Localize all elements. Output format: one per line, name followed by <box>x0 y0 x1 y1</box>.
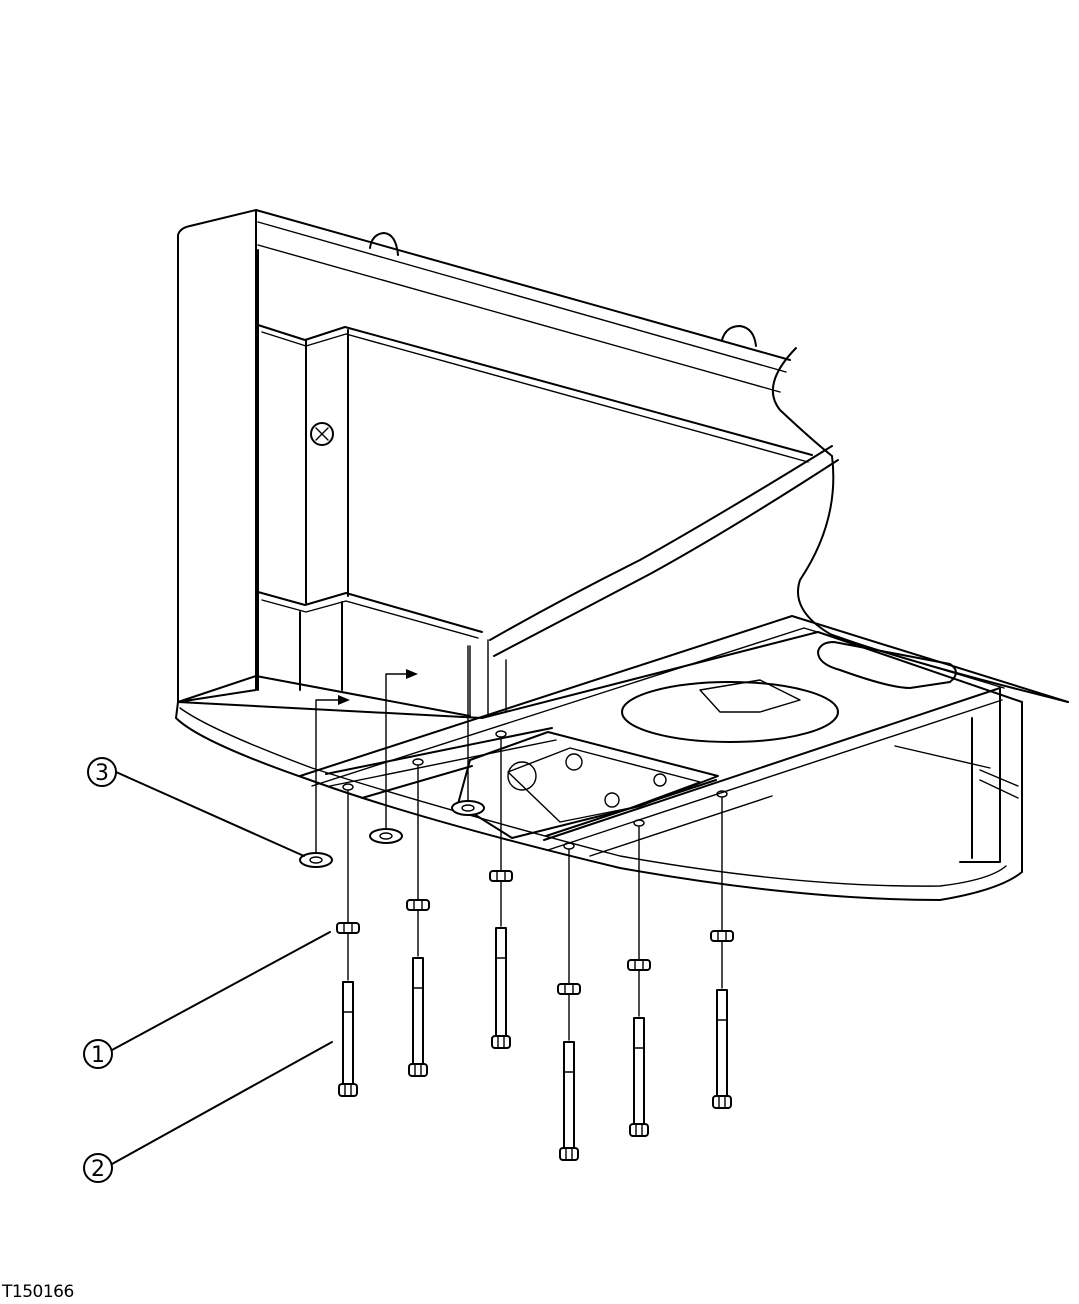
frame-assembly <box>175 209 1069 901</box>
bolt-head <box>629 1123 649 1137</box>
frame-boss-right <box>721 325 757 347</box>
direction-arrows <box>315 645 469 861</box>
bolt-group <box>336 737 734 1161</box>
frame-base-plate <box>175 631 1023 901</box>
frame-top-rail <box>255 209 791 361</box>
callout-leader-1 <box>111 931 331 1051</box>
bolt-shank <box>495 927 507 1037</box>
callout-leader-2 <box>111 1041 333 1165</box>
nut <box>489 870 513 882</box>
callout-3-circle <box>87 757 117 787</box>
frame-boss-left <box>369 232 399 256</box>
frame-access-hole <box>310 422 334 446</box>
callouts: 3 1 2 <box>83 757 333 1183</box>
bolt-head <box>559 1147 579 1161</box>
bolt-head <box>408 1063 428 1077</box>
frame-oval-opening <box>621 681 839 743</box>
callout-1-label: 1 <box>91 1043 105 1068</box>
frame-gusset <box>489 445 833 641</box>
callout-leader-3 <box>115 771 305 857</box>
bolt-shank <box>716 989 728 1097</box>
frame-rect-boss <box>817 641 957 689</box>
callout-1-circle <box>83 1039 113 1069</box>
bolt-head <box>712 1095 732 1109</box>
washer <box>369 828 403 844</box>
bolt-shank <box>563 1041 575 1149</box>
nut <box>710 930 734 942</box>
bolt-head <box>491 1035 511 1049</box>
nut <box>557 983 581 995</box>
arrow-head-icon <box>338 695 350 705</box>
nut <box>406 899 430 911</box>
bolt-shank <box>633 1017 645 1125</box>
washers <box>299 800 485 868</box>
washer <box>299 852 333 868</box>
frame-end-plate <box>177 209 257 703</box>
nut <box>336 922 360 934</box>
bolt-shank <box>342 981 354 1085</box>
washer <box>451 800 485 816</box>
callout-2-circle <box>83 1153 113 1183</box>
callout-2-label: 2 <box>91 1157 105 1182</box>
figure-id: T150166 <box>2 1282 74 1302</box>
nut <box>627 959 651 971</box>
bolt-head <box>338 1083 358 1097</box>
bolt-shank <box>412 957 424 1065</box>
arrow-head-icon <box>406 669 418 679</box>
callout-3-label: 3 <box>95 761 109 786</box>
